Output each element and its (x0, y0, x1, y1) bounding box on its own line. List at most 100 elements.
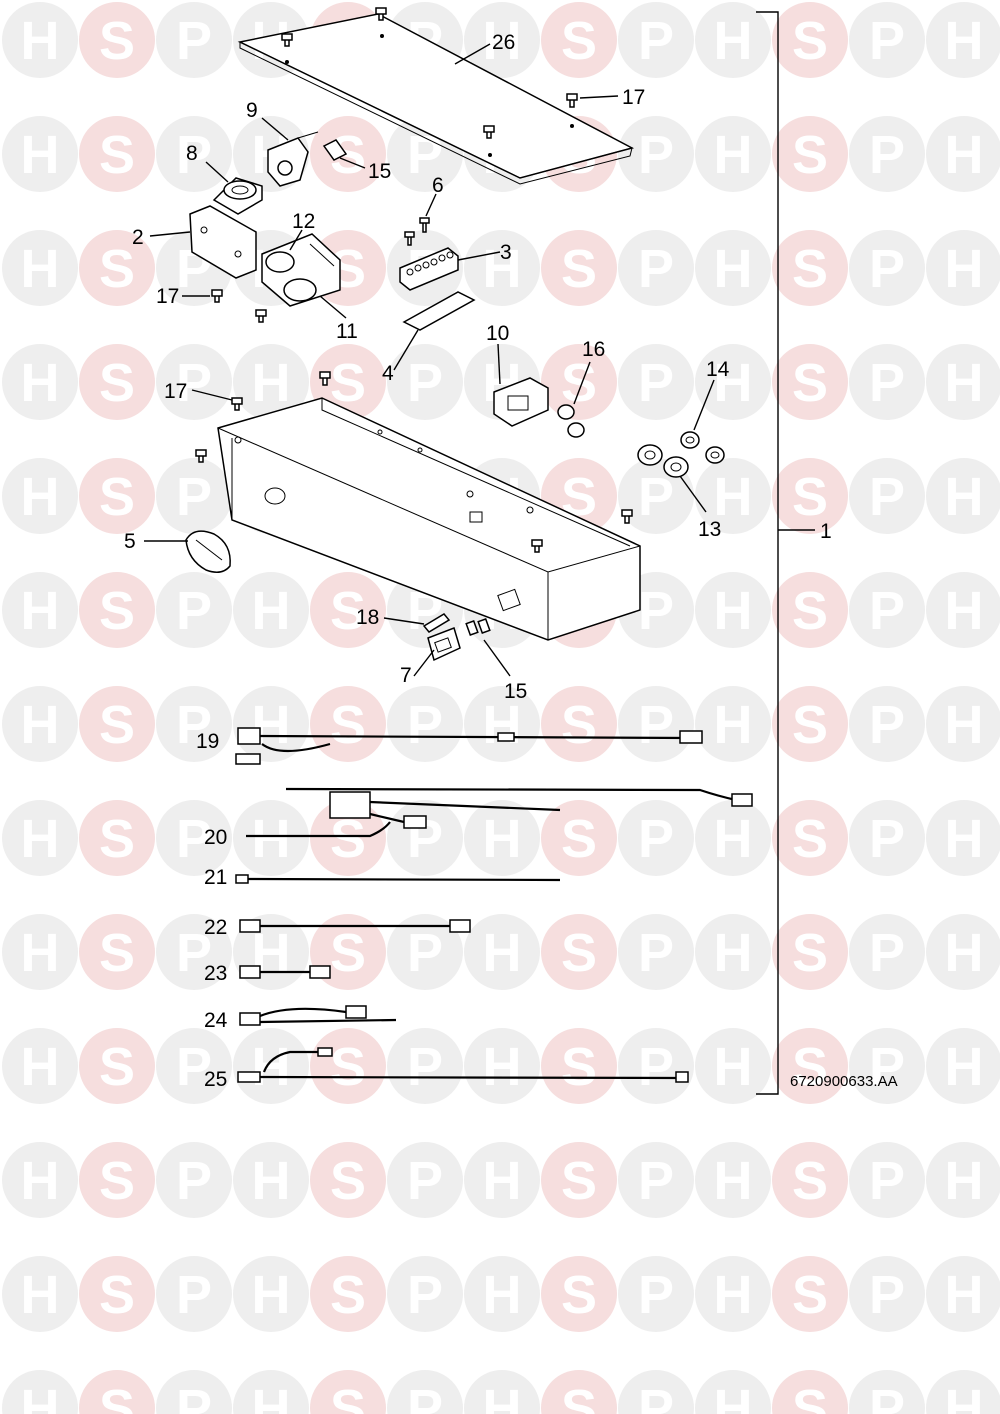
watermark-circle (772, 116, 848, 192)
part-5-knob[interactable] (185, 530, 231, 573)
part-15-connectors[interactable] (465, 618, 491, 636)
part-22-wire[interactable] (239, 919, 471, 933)
watermark-circle (79, 914, 155, 990)
part-16-grommets[interactable] (557, 404, 585, 438)
watermark-letter: H (483, 1151, 522, 1211)
watermark-letter: H (714, 1151, 753, 1211)
part-11-switch-assembly[interactable] (261, 233, 341, 307)
watermark-letter: P (407, 923, 443, 983)
part-23-wire[interactable] (239, 965, 331, 979)
part-14-washers[interactable] (680, 431, 725, 464)
watermark-letter: S (99, 1037, 135, 1097)
part-6-screws[interactable] (404, 217, 430, 246)
watermark-circle (310, 116, 386, 192)
callout-4: 4 (382, 362, 394, 385)
watermark-circle (387, 1142, 463, 1218)
leader-14 (693, 379, 715, 431)
part-13-cable-glands[interactable] (637, 444, 689, 478)
watermark-letter: H (714, 1265, 753, 1325)
watermark-letter: H (945, 1379, 984, 1414)
callout-26: 26 (492, 31, 515, 54)
watermark-letter: S (792, 239, 828, 299)
part-screw[interactable] (255, 309, 267, 323)
part-15-connector[interactable] (322, 139, 348, 161)
leader-26 (454, 43, 491, 65)
watermark-letter: H (483, 239, 522, 299)
watermark-circle (772, 230, 848, 306)
part-8-pressure-switch[interactable] (212, 177, 263, 215)
watermark-letter: P (638, 1037, 674, 1097)
watermark-letter: H (252, 809, 291, 869)
part-17-screw[interactable] (231, 397, 243, 411)
watermark-circle (2, 686, 78, 762)
watermark-letter: P (176, 809, 212, 869)
watermark-letter: H (945, 467, 984, 527)
leader-11 (319, 295, 347, 319)
watermark-circle (695, 572, 771, 648)
watermark-circle (387, 686, 463, 762)
watermark-letter: S (330, 581, 366, 641)
part-20-harness[interactable] (246, 787, 753, 838)
watermark-letter: H (714, 1037, 753, 1097)
watermark-circle (695, 230, 771, 306)
part-4-insulating-plate[interactable] (402, 291, 476, 331)
watermark-letter: S (99, 353, 135, 413)
watermark-letter: S (561, 923, 597, 983)
part-17-screw[interactable] (211, 289, 223, 303)
watermark-letter: P (176, 1151, 212, 1211)
part-18-fuse[interactable] (422, 613, 451, 633)
watermark-circle (2, 572, 78, 648)
watermark-circle (695, 800, 771, 876)
part-17-screw[interactable] (566, 93, 578, 108)
watermark-letter: P (407, 1379, 443, 1414)
leader-10 (497, 343, 501, 385)
watermark-letter: H (252, 1151, 291, 1211)
part-10-relay[interactable] (493, 377, 549, 427)
watermark-circle (772, 1370, 848, 1414)
part-1-control-box[interactable] (195, 371, 641, 641)
watermark-letter: H (945, 923, 984, 983)
leader-3 (457, 251, 501, 261)
watermark-circle (772, 572, 848, 648)
watermark-circle (618, 686, 694, 762)
watermark-letter: H (714, 11, 753, 71)
watermark-letter: S (330, 1037, 366, 1097)
watermark-letter: S (99, 1379, 135, 1414)
part-26-cover-plate[interactable] (237, 7, 635, 185)
watermark-circle (849, 458, 925, 534)
watermark-letter: H (483, 1379, 522, 1414)
watermark-letter: P (176, 11, 212, 71)
leader-6 (425, 193, 437, 217)
watermark-circle (156, 1028, 232, 1104)
watermark-circle (849, 1370, 925, 1414)
watermark-circle (849, 116, 925, 192)
part-3-terminal-block[interactable] (399, 247, 459, 291)
watermark-letter: H (945, 695, 984, 755)
part-19-harness[interactable] (235, 727, 703, 765)
watermark-circle (695, 914, 771, 990)
watermark-circle (772, 458, 848, 534)
part-7-switch[interactable] (427, 627, 461, 662)
callout-15: 15 (504, 680, 527, 703)
leader-12 (289, 229, 303, 251)
watermark-circle (695, 2, 771, 78)
part-25-wire[interactable] (237, 1047, 689, 1083)
watermark-circle (156, 686, 232, 762)
watermark-circle (310, 1256, 386, 1332)
watermark-letter: P (869, 1265, 905, 1325)
part-2-bracket[interactable] (189, 205, 257, 279)
watermark-letter: P (869, 1037, 905, 1097)
watermark-circle (156, 1256, 232, 1332)
part-24-wire[interactable] (239, 1005, 397, 1026)
watermark-circle (541, 800, 617, 876)
part-21-wire[interactable] (235, 874, 561, 884)
leader-17 (579, 95, 619, 99)
watermark-letter: P (869, 1151, 905, 1211)
part-9-solenoid[interactable] (267, 131, 319, 187)
watermark-letter: P (176, 581, 212, 641)
watermark-letter: S (792, 467, 828, 527)
watermark-circle (926, 686, 1000, 762)
callout-18: 18 (356, 606, 379, 629)
callout-17: 17 (164, 380, 187, 403)
watermark-letter: S (792, 125, 828, 185)
